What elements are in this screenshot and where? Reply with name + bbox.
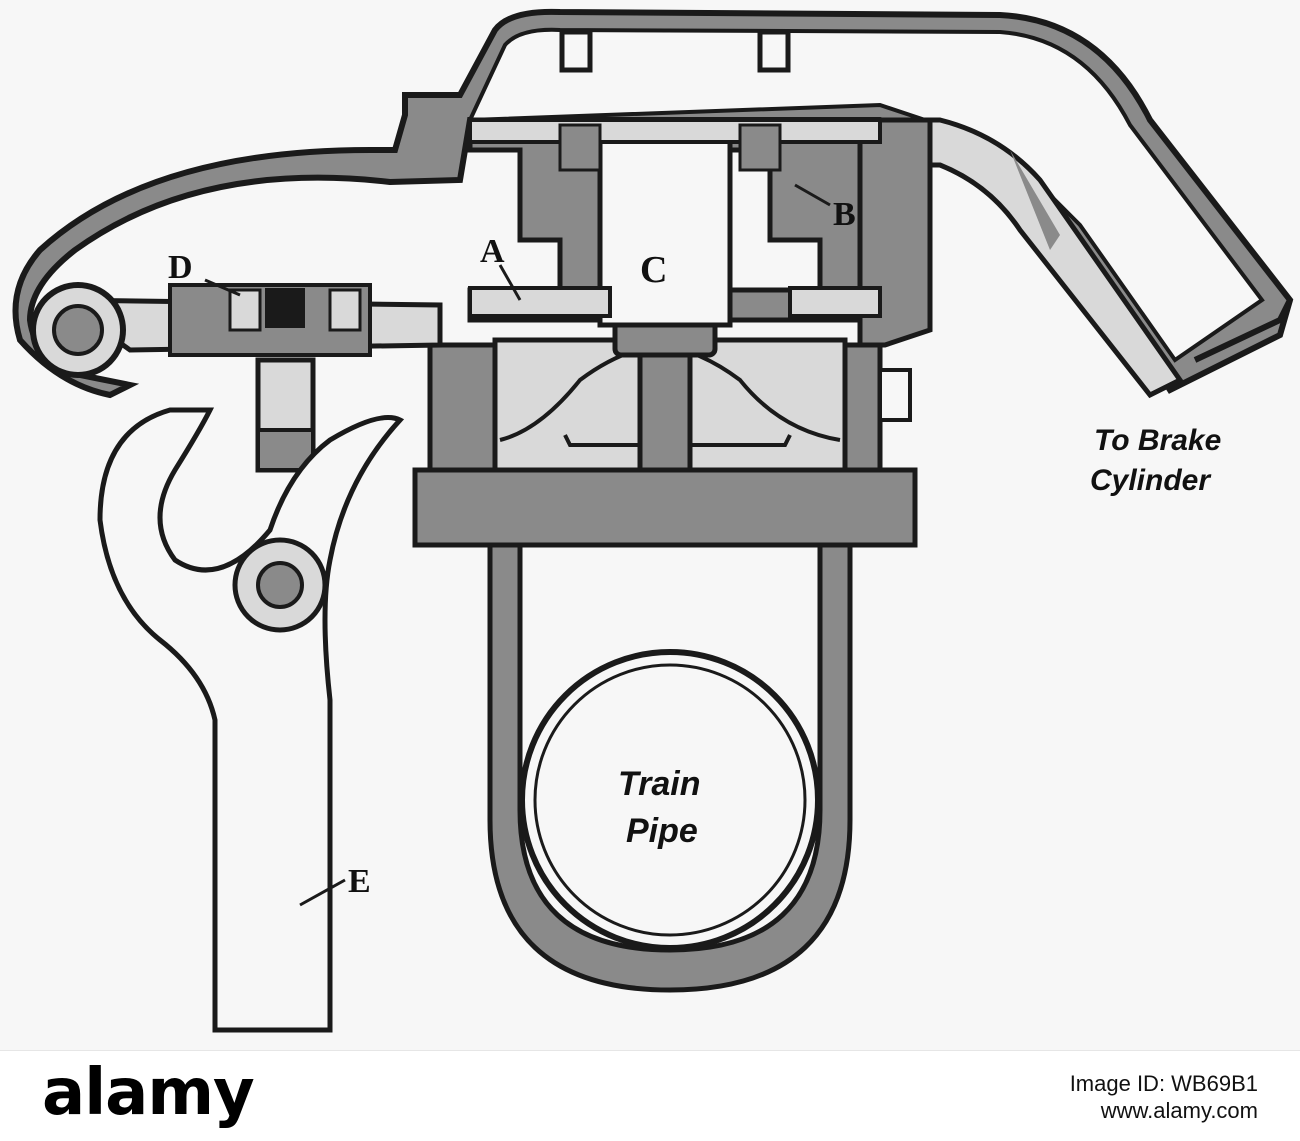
label-e: E (348, 863, 371, 900)
label-brake-line2: Cylinder (1090, 464, 1212, 497)
site-url: www.alamy.com (1100, 1098, 1258, 1123)
handle-e (97, 407, 405, 1033)
label-pipe-line1: Train (618, 765, 701, 803)
label-pipe-line2: Pipe (626, 812, 698, 850)
pipe-clamp (487, 542, 853, 993)
valve-diagram: D A C B E To Brake Cylinder Train Pipe (12, 8, 1294, 1033)
watermark-footer (0, 1050, 1300, 1141)
label-c: C (640, 249, 667, 291)
image-id-text: Image ID: WB69B1 (1069, 1071, 1258, 1096)
valve-stem (637, 347, 693, 475)
flange (412, 467, 918, 548)
label-b: B (833, 196, 856, 233)
label-d: D (168, 249, 193, 286)
alamy-logo: alamy (42, 1056, 255, 1130)
label-a: A (480, 233, 505, 270)
brake-cylinder-outlet (877, 117, 1184, 399)
label-brake-line1: To Brake (1094, 424, 1221, 457)
